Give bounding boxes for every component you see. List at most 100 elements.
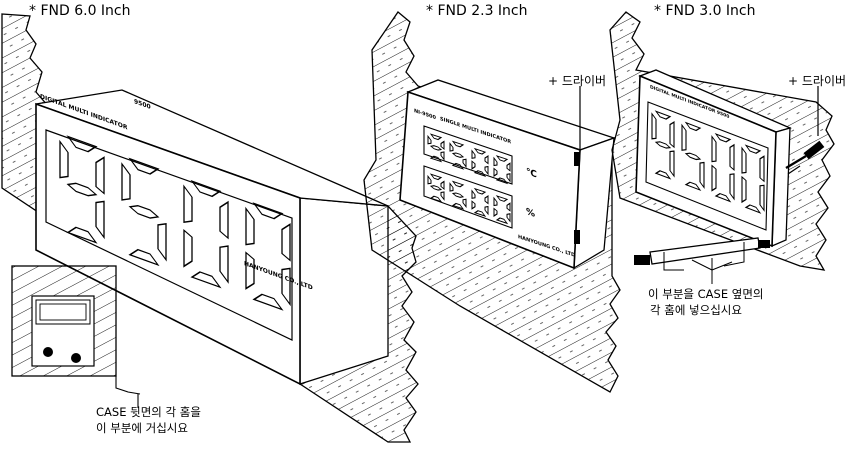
fnd23-bottom-digit-2-seg-g [451,192,465,198]
fnd30-digit-3-seg-c [729,173,735,201]
fnd60-digit-3-seg-e [183,228,193,268]
fnd23-top-digit-3-seg-f [471,149,476,159]
rear-screw-right-icon [71,353,81,363]
rear-screw-left-icon [43,347,53,357]
fnd30-digit-1-seg-f [651,112,657,140]
fnd23-bracket-bottom [574,230,580,244]
fnd23-bottom-digit-3-seg-b [484,194,489,205]
fnd60-digit-1-seg-g [66,182,98,197]
fnd23-bottom-digit-1-seg-f [427,174,432,185]
fnd30-digit-3-seg-f [711,135,717,163]
fnd23-bottom-digit-3-seg-c [484,205,489,216]
fnd60-digit-1-seg-b [95,156,105,195]
fnd60-digit-4-seg-e [245,251,255,290]
fnd23-bottom-digit-3-seg-d [473,210,487,217]
fnd60-digit-1-seg-c [95,200,105,240]
fnd30-digit-4-seg-f [741,146,747,174]
fnd23-top-digit-3-seg-b [484,154,489,165]
fnd23-top-digit-1-seg-b [440,140,445,150]
fnd23-top-digit-4-seg-d [495,177,509,185]
fnd23-top-digit-4-seg-a [495,155,509,162]
fnd30-title: * FND 3.0 Inch [654,3,756,19]
fnd60-digit-2-seg-a [128,157,160,175]
fnd60-digit-4-seg-b [281,223,291,262]
fnd23-top-digit-3-seg-c [484,165,489,176]
fnd23-top-digit-1-seg-d [429,155,443,163]
fnd30-digit-1-seg-b [669,121,675,149]
fnd30-digit-1-seg-d [654,170,672,180]
fnd60-digit-2-seg-f [121,162,131,201]
fnd23-bottom-digit-2-seg-d [451,202,465,210]
fnd30-bracket-note: 이 부분을 CASE 옆면의 각 홈에 넣으십시요 [648,286,764,318]
fnd23-indicator: NI-9500 SINGLE MULTI INDICATOR ℃ % HANYO… [399,79,617,270]
fnd30-digit-3-seg-e [711,164,717,192]
fnd60-rear-inset [11,265,141,408]
fnd23-bottom-digit-4-seg-d [495,217,509,225]
fnd30-digit-2-seg-a [684,121,702,132]
fnd60-title: * FND 6.0 Inch [29,3,131,19]
fnd23-bottom-digit-4-seg-f [493,196,498,207]
fnd60-rear-note-line1: CASE 뒷면의 각 홈을 [96,405,201,419]
fnd23-unit-top: ℃ [526,166,537,180]
fnd60-digit-1-seg-a [66,135,98,153]
fnd23-top-digit-1-seg-a [429,133,443,141]
fnd60-digit-3-seg-d [190,271,222,289]
fnd23-top-digit-2-seg-d [451,162,465,170]
fnd60-digit-3-seg-c [219,245,229,284]
fnd30-digit-4-seg-c [759,184,765,212]
fnd23-top-digit-2-seg-a [451,140,465,148]
fnd23-bottom-digit-1-seg-d [429,195,443,203]
fnd30-digit-4-seg-a [744,144,762,154]
fnd60-digit-4-seg-d [252,293,284,311]
fnd30-digit-2-seg-d [684,181,702,192]
fnd23-title: * FND 2.3 Inch [426,3,528,19]
fnd60-digit-4-seg-f [245,206,255,246]
fnd60-digit-1-seg-d [66,226,98,244]
fnd23-bottom-digit-4-seg-b [506,202,511,212]
fnd23-bottom-digit-1-seg-a [429,173,443,181]
fnd23-top-digit-4-seg-e [493,167,498,178]
fnd60-digit-2-seg-g [128,204,160,219]
fnd30-bracket-note-line1: 이 부분을 CASE 옆면의 [648,287,764,301]
fnd23-driver-label: + 드라이버 [548,74,607,88]
fnd30-digit-2-seg-f [681,123,687,151]
fnd23-top-digit-4-seg-f [493,156,498,167]
fnd23-top-digit-2-seg-g [451,152,465,158]
fnd23-bottom-digit-1-seg-g [429,185,443,191]
fnd23-top-digit-3-seg-e [471,160,476,170]
fnd60-rear-note: CASE 뒷면의 각 홈을 이 부분에 거십시요 [96,404,201,436]
fnd30-side-bracket [634,237,770,284]
fnd23-top-digit-2-seg-c [462,158,467,169]
fnd23-top-digit-2-seg-f [449,142,454,152]
fnd30-digit-4-seg-d [744,204,762,214]
fnd23-top-digit-1-seg-c [440,151,445,161]
fnd60-digit-4-seg-a [252,202,284,220]
fnd30-digit-2-seg-c [699,161,705,190]
fnd30-digit-3-seg-d [714,192,732,203]
fnd23-unit-bottom: % [526,206,535,220]
fnd60-digit-1-seg-f [59,139,69,179]
fnd23-bottom-digit-2-seg-a [451,180,465,188]
fnd23-bottom-digit-4-seg-a [495,195,509,202]
fnd30-digit-1-seg-g [654,141,672,149]
fnd60-indicator: DIGITAL MULTI INDICATOR 9500 HANYOUNG CO… [35,89,389,386]
fnd23-top-digit-4-seg-b [506,162,511,172]
fnd60-digits [59,135,291,311]
fnd23-bottom-digit-1-seg-c [440,191,445,201]
fnd30-driver-label: + 드라이버 [788,74,847,88]
fnd30-digit-4-seg-b [759,155,765,183]
fnd23-bottom-digit-4-seg-e [493,207,498,218]
fnd30-digit-3-seg-a [714,133,732,143]
fnd60-rear-note-line2: 이 부분에 거십시요 [96,421,188,435]
fnd23-bottom-digit-2-seg-c [462,198,467,209]
fnd60-digit-4-seg-c [281,267,291,307]
fnd30-digit-1-seg-c [669,150,675,178]
fnd60-digit-2-seg-d [128,248,160,267]
fnd60-digit-2-seg-c [157,222,167,262]
fnd60-digit-3-seg-f [183,184,193,224]
fnd23-top-digit-4-seg-c [506,173,511,183]
fnd23-top-digit-3-seg-a [473,147,487,155]
fnd23-bottom-digit-2-seg-f [449,182,454,192]
